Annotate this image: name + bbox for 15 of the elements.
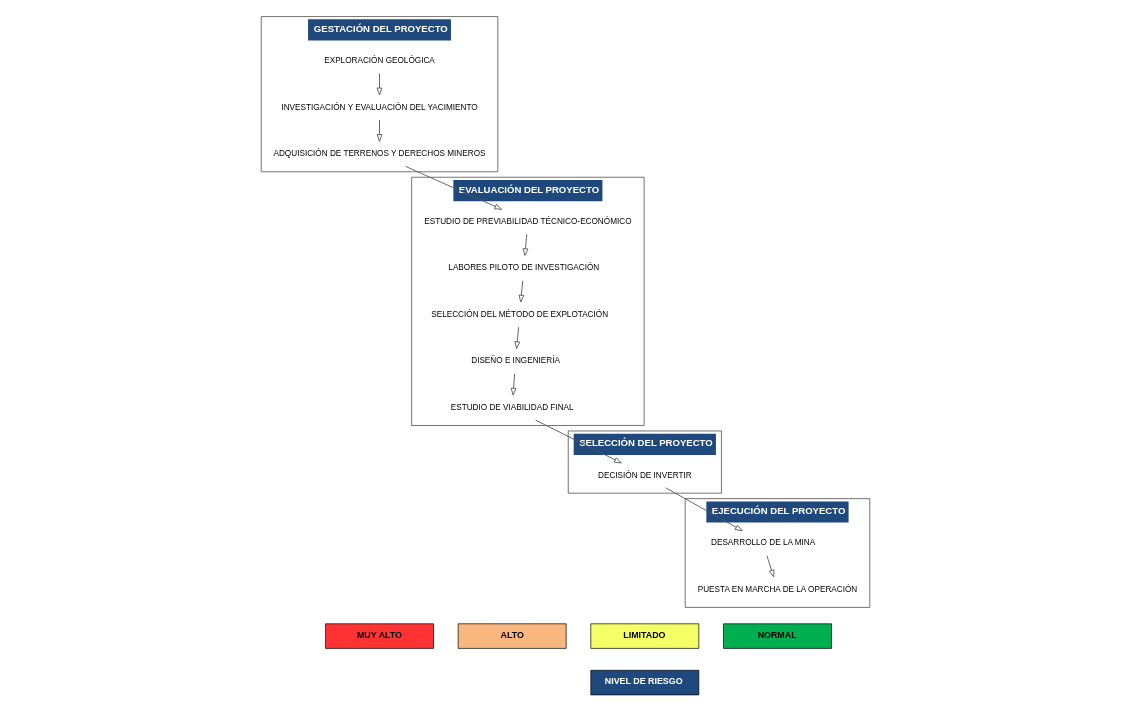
arrow [376,119,382,142]
arrow [513,326,520,350]
arrow [404,165,502,210]
node-box: MUY ALTO [324,623,434,649]
arrow [664,487,743,532]
node-box: LIMITADO [589,623,699,649]
arrow [534,419,622,464]
arrow [765,555,774,578]
node-box: ALTO [457,623,566,649]
node-box: NIVEL DE RIESGO [589,669,699,696]
arrow [510,373,516,396]
arrow [518,280,524,303]
arrow [522,233,528,257]
arrow [376,73,382,96]
node-box: NORMAL [722,623,832,649]
